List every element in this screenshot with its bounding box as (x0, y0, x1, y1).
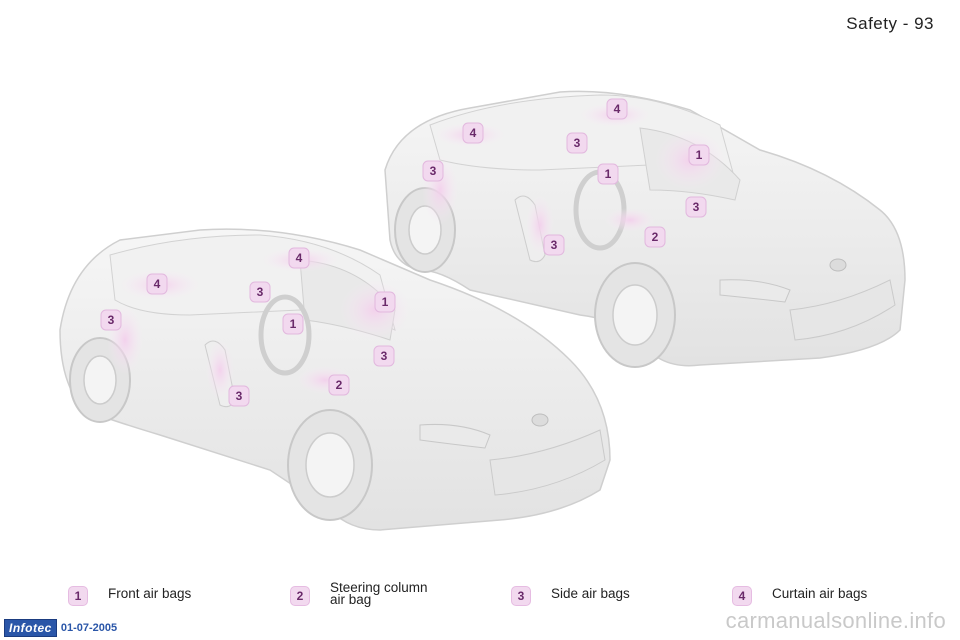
callout-badge: 3 (373, 345, 395, 367)
callout-number: 3 (574, 136, 581, 150)
callout-number: 1 (605, 167, 612, 181)
legend-number: 4 (732, 586, 752, 606)
page-footer: Infotec 01-07-2005 (4, 619, 117, 637)
callout-number: 1 (696, 148, 703, 162)
callout-number: 3 (108, 313, 115, 327)
legend-number: 2 (290, 586, 310, 606)
callout-badge: 1 (597, 163, 619, 185)
callout-badge: 3 (566, 132, 588, 154)
callout-number: 1 (382, 295, 389, 309)
callout-number: 4 (614, 102, 621, 116)
callout-badge: 4 (606, 98, 628, 120)
callout-badge: 3 (100, 309, 122, 331)
edition-date: 01-07-2005 (60, 622, 118, 634)
callout-number: 3 (257, 285, 264, 299)
car-illustration-upper (384, 90, 906, 368)
callout-badge: 2 (644, 226, 666, 248)
legend-number: 3 (511, 586, 531, 606)
legend-label: Side air bags (551, 586, 630, 601)
callout-number: 3 (381, 349, 388, 363)
airbag-legend: 1 Front air bags 2 Steering column air b… (0, 580, 960, 616)
callout-badge: 4 (462, 122, 484, 144)
callout-badge: 1 (282, 313, 304, 335)
callout-number: 2 (336, 378, 343, 392)
site-watermark: carmanualsonline.info (725, 608, 946, 633)
legend-item-side-air-bags: 3 Side air bags (511, 580, 630, 606)
callout-number: 3 (551, 238, 558, 252)
callout-badge: 3 (228, 385, 250, 407)
airbag-illustration: 4 4 3 3 1 1 3 2 (59, 90, 906, 531)
infotec-logo: Infotec (4, 619, 57, 637)
callout-number: 3 (430, 164, 437, 178)
callout-badge: 3 (685, 196, 707, 218)
callout-number: 4 (154, 277, 161, 291)
callout-badge: 3 (249, 281, 271, 303)
callout-number: 2 (652, 230, 659, 244)
callout-badge: 2 (328, 374, 350, 396)
callout-badge: 3 (422, 160, 444, 182)
page-title: Safety - 93 (846, 14, 934, 33)
legend-item-steering-column-air-bag: 2 Steering column air bag (290, 580, 428, 606)
callout-number: 3 (236, 389, 243, 403)
legend-label: Front air bags (108, 586, 192, 601)
legend-item-curtain-air-bags: 4 Curtain air bags (732, 580, 867, 606)
legend-label: Steering column air bag (330, 580, 428, 607)
callout-number: 1 (290, 317, 297, 331)
callout-badge: 1 (688, 144, 710, 166)
callout-badge: 4 (146, 273, 168, 295)
callout-number: 4 (296, 251, 303, 265)
callout-badge: 4 (288, 247, 310, 269)
callout-badge: 3 (543, 234, 565, 256)
callout-number: 4 (470, 126, 477, 140)
callout-badge: 1 (374, 291, 396, 313)
legend-item-front-air-bags: 1 Front air bags (68, 580, 191, 606)
legend-label: Curtain air bags (772, 586, 868, 601)
legend-number: 1 (68, 586, 88, 606)
callout-number: 3 (693, 200, 700, 214)
